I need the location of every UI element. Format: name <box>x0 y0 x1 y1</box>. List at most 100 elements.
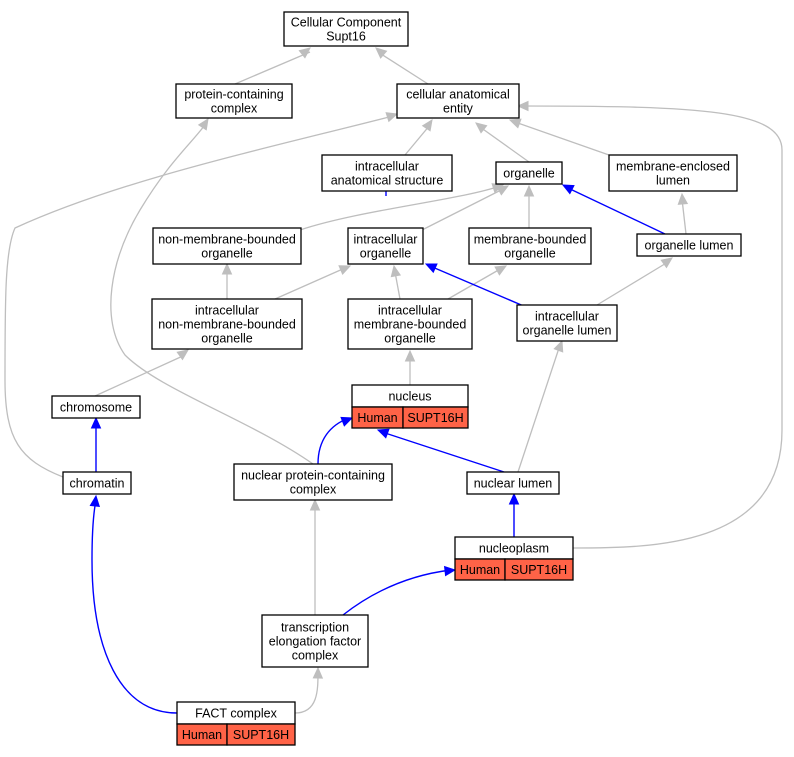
node-box <box>283 11 409 47</box>
node-label-line: FACT complex <box>195 707 277 721</box>
node-box <box>151 298 303 350</box>
edge-iol-to-ol-arrowhead <box>660 257 673 269</box>
edge-nuclear-lumen-to-nucleus-part <box>381 431 505 473</box>
node-label-line: membrane-bounded <box>354 318 467 332</box>
node-label-line: membrane-bounded <box>474 233 587 247</box>
node-box <box>495 161 563 185</box>
edge-tefc-to-nucleoplasm-part-arrowhead <box>443 565 457 577</box>
node-label-line: nucleoplasm <box>479 542 549 556</box>
node-label-line: nuclear lumen <box>474 477 553 491</box>
node-box <box>396 83 520 119</box>
node-label-line: lumen <box>656 174 690 188</box>
edge-nmbo-to-organelle <box>299 185 501 231</box>
edge-fact-to-chromatin-part <box>91 499 178 714</box>
edge-chromatin-to-cae <box>4 115 394 478</box>
species-tag: Human <box>460 563 500 577</box>
node-box <box>62 471 132 495</box>
edge-nucleus-to-imbo-arrowhead <box>404 349 416 362</box>
edge-imbo-to-io <box>394 271 401 300</box>
gene-tag-box <box>226 723 296 746</box>
node-label-line: organelle lumen <box>523 324 612 338</box>
gene-tag-box <box>504 558 574 581</box>
edge-cae-to-cc <box>377 51 429 85</box>
edge-ol-to-organelle-part <box>567 187 666 235</box>
node-label-line: non-membrane-bounded <box>158 318 296 332</box>
edge-nucleoplasm-to-nl-part-arrowhead <box>508 492 520 505</box>
node-label-line: complex <box>290 483 337 497</box>
edge-ol-to-mel-arrowhead <box>677 192 689 205</box>
edge-nuclear-lumen-to-nucleus-part-arrowhead <box>376 428 390 439</box>
edge-mel-to-cae <box>514 121 610 156</box>
node-organelle[interactable]: organelle <box>495 161 563 185</box>
edge-nuclear-lumen-to-iol-arrowhead <box>553 339 564 353</box>
edges-layer <box>4 47 783 714</box>
gene-tag: SUPT16H <box>233 728 289 742</box>
edge-chromosome-to-inmbo-arrowhead <box>176 349 189 361</box>
edge-inmbo-to-io-arrowhead <box>338 265 352 275</box>
node-label-line: protein-containing <box>184 88 283 102</box>
node-organelle-lumen[interactable]: organelle lumen <box>636 233 742 257</box>
node-label-line: intracellular <box>355 160 419 174</box>
edge-nucleoplasm-to-cae <box>521 105 783 549</box>
edge-protein-complex-to-cc <box>234 51 311 85</box>
edge-iol-to-ol <box>596 261 669 306</box>
species-tag: Human <box>357 411 397 425</box>
node-chromatin[interactable]: chromatin <box>62 471 132 495</box>
node-box <box>636 233 742 257</box>
edge-nucleoplasm-to-cae-arrowhead <box>516 100 529 112</box>
edge-npcc-to-pcc-arrowhead <box>197 117 209 131</box>
node-label-line: elongation factor <box>269 635 361 649</box>
node-nuclear-lumen[interactable]: nuclear lumen <box>466 471 560 495</box>
node-box <box>175 83 293 119</box>
edge-mel-to-cae-arrowhead <box>508 118 522 129</box>
node-label-line: chromosome <box>60 401 132 415</box>
node-label-line: chromatin <box>70 477 125 491</box>
edge-npcc-to-nucleus-part-arrowhead <box>340 416 354 427</box>
node-label-line: organelle lumen <box>645 239 734 253</box>
gene-tag: SUPT16H <box>511 563 567 577</box>
node-chromosome[interactable]: chromosome <box>51 395 141 419</box>
node-label-line: intracellular <box>354 233 418 247</box>
node-label-line: Cellular Component <box>291 16 402 30</box>
edge-imbo-to-io-arrowhead <box>390 264 402 278</box>
node-label-line: non-membrane-bounded <box>158 233 296 247</box>
node-label-line: entity <box>443 102 474 116</box>
node-label-line: intracellular <box>378 304 442 318</box>
node-label-line: Supt16 <box>326 30 366 44</box>
node-label-line: complex <box>211 102 258 116</box>
node-label-line: anatomical structure <box>331 174 444 188</box>
edge-mbo-to-organelle-arrowhead <box>523 184 535 197</box>
edge-fact-to-tefc-arrowhead <box>312 666 324 679</box>
node-box <box>321 154 453 192</box>
node-box <box>608 154 738 192</box>
node-label-line: intracellular <box>195 304 259 318</box>
gene-tag: SUPT16H <box>407 411 463 425</box>
edge-tefc-to-npcc-arrowhead <box>309 498 321 511</box>
edge-organelle-to-cae-arrowhead <box>475 122 488 134</box>
edge-inmbo-to-io <box>274 267 346 300</box>
node-intracellular-non-membrane-bounded-organelle[interactable]: intracellularnon-membrane-boundedorganel… <box>151 298 303 350</box>
node-box <box>516 304 618 342</box>
edge-inmbo-to-nmbo-arrowhead <box>221 262 233 275</box>
node-box <box>466 471 560 495</box>
edge-npcc-to-pcc <box>110 121 314 465</box>
edge-iol-to-io-part-arrowhead <box>424 263 438 274</box>
edge-imbo-to-mbo-arrowhead <box>494 265 508 276</box>
